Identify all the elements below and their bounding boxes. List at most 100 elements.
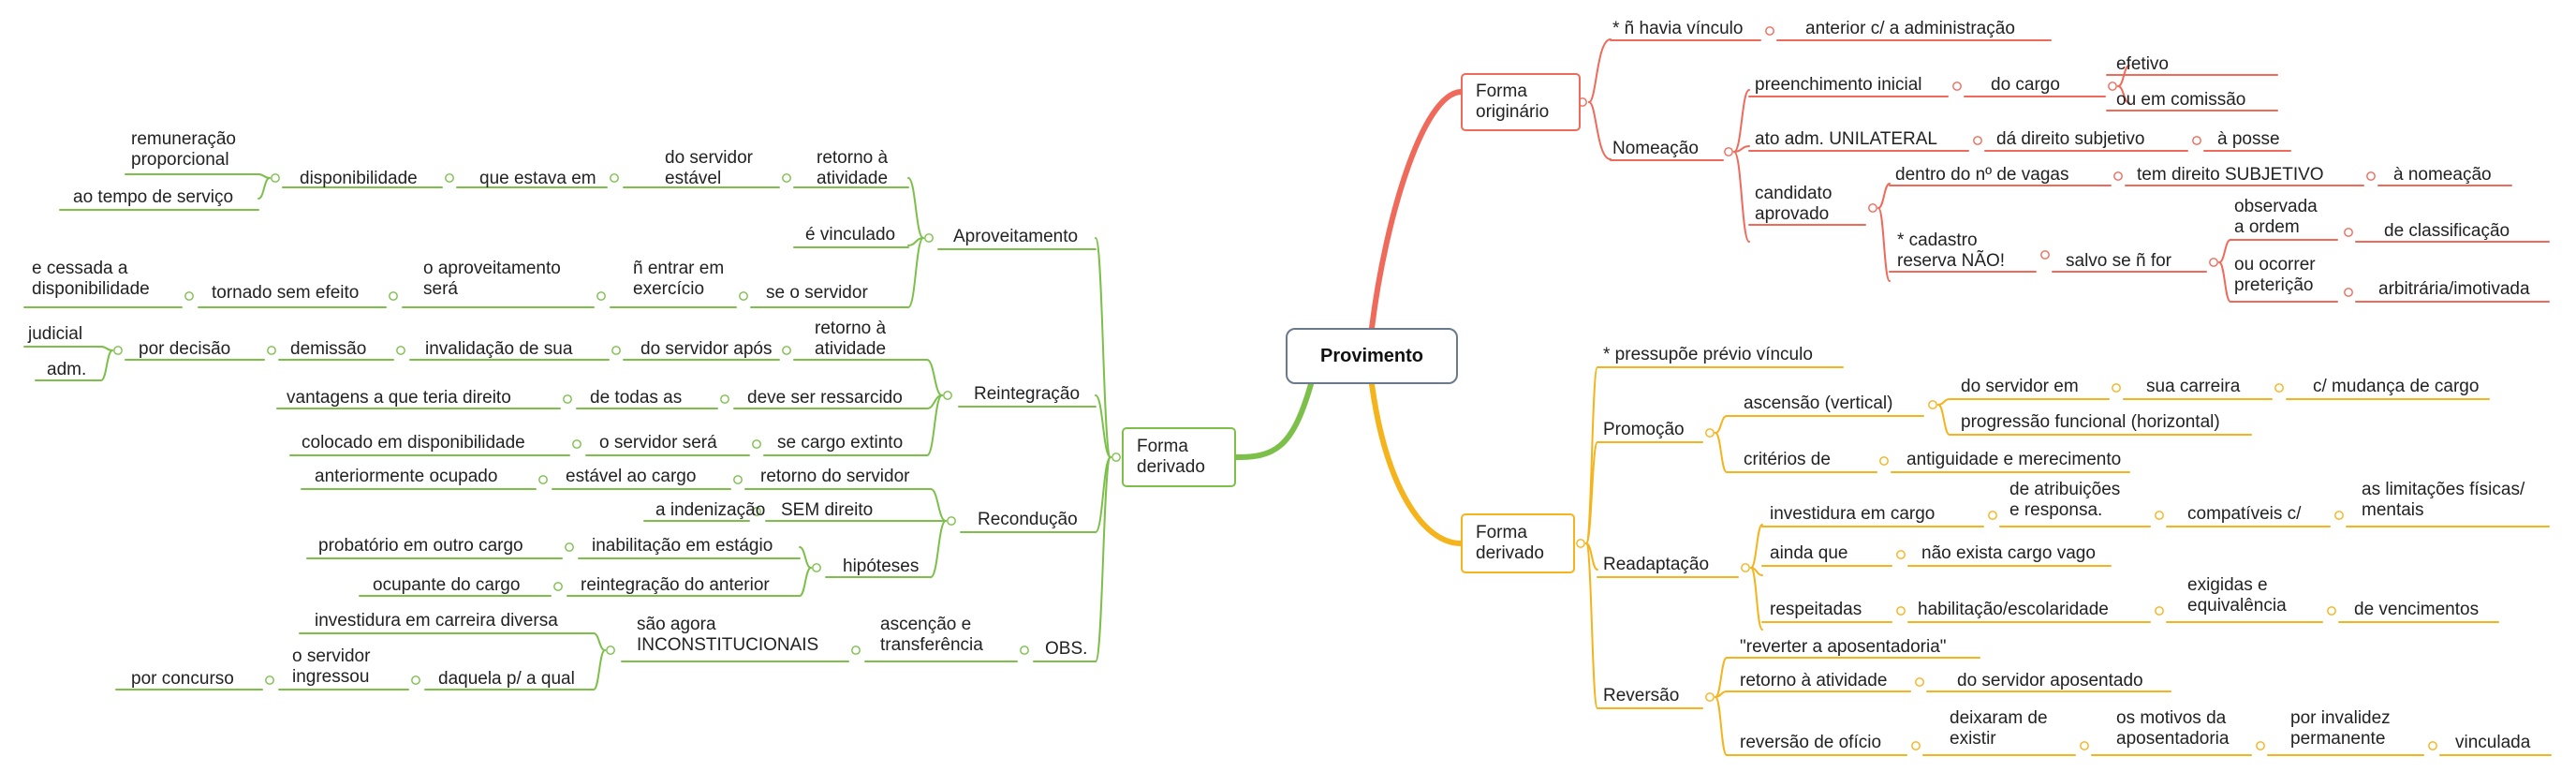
- node-fo-1[interactable]: * ñ havia vínculo: [1612, 19, 1744, 38]
- node-apr[interactable]: Aproveitamento: [953, 227, 1079, 246]
- node-rei-1e[interactable]: judicial: [28, 324, 83, 344]
- node-obs-1[interactable]: ascenção e transferência: [880, 615, 983, 655]
- node-rev-2c[interactable]: por invalidez permanente: [2290, 708, 2391, 749]
- node-obs-2a[interactable]: investidura em carreira diversa: [315, 611, 558, 631]
- collapse-toggle-icon: [851, 646, 861, 655]
- node-rev-0[interactable]: "reverter a aposentadoria": [1740, 637, 1947, 657]
- node-pro-1a[interactable]: do servidor em: [1961, 377, 2079, 396]
- branch-fdl[interactable]: Forma derivado: [1122, 427, 1236, 487]
- root-node-provimento[interactable]: Provimento: [1286, 328, 1458, 384]
- node-pro[interactable]: Promoção: [1603, 420, 1685, 439]
- node-obs-2c[interactable]: o servidor ingressou: [292, 646, 371, 687]
- node-rev[interactable]: Reversão: [1603, 686, 1680, 705]
- node-rev-2b[interactable]: os motivos da aposentadoria: [2116, 708, 2230, 749]
- node-pro-1a1[interactable]: sua carreira: [2146, 377, 2241, 396]
- node-nom-3b1a[interactable]: observada a ordem: [2234, 197, 2318, 237]
- node-rei-1d[interactable]: por decisão: [139, 339, 231, 359]
- node-rea-1c[interactable]: as limitações físicas/ mentais: [2362, 480, 2525, 520]
- node-apr-1[interactable]: retorno à atividade: [817, 148, 889, 188]
- node-nom-3b1b1[interactable]: arbitrária/imotivada: [2378, 279, 2530, 299]
- node-rei-3b[interactable]: colocado em disponibilidade: [302, 433, 525, 453]
- node-rec-3[interactable]: hipóteses: [843, 557, 920, 576]
- node-rea-3a[interactable]: habilitação/escolaridade: [1918, 600, 2109, 619]
- node-obs-2b[interactable]: daquela p/ a qual: [438, 669, 575, 689]
- node-obs-2[interactable]: são agora INCONSTITUCIONAIS: [637, 615, 819, 655]
- node-fdr-0[interactable]: * pressupõe prévio vínculo: [1603, 345, 1813, 364]
- node-rev-1[interactable]: retorno à atividade: [1740, 671, 1888, 690]
- node-rei-1f[interactable]: adm.: [47, 360, 87, 379]
- node-rei-2b[interactable]: vantagens a que teria direito: [287, 388, 511, 408]
- node-rei-2a[interactable]: de todas as: [590, 388, 683, 408]
- node-nom-2b[interactable]: à posse: [2217, 129, 2280, 149]
- node-rei-1b[interactable]: invalidação de sua: [425, 339, 573, 359]
- node-nom-1a[interactable]: do cargo: [1991, 75, 2060, 95]
- node-rea-3[interactable]: respeitadas: [1770, 600, 1862, 619]
- node-rev-1a[interactable]: do servidor aposentado: [1957, 671, 2143, 690]
- node-apr-3b[interactable]: o aproveitamento será: [423, 259, 561, 299]
- node-rei-3a[interactable]: o servidor será: [599, 433, 717, 453]
- node-rec-3a[interactable]: inabilitação em estágio: [592, 536, 773, 556]
- node-pro-2a[interactable]: antiguidade e merecimento: [1906, 450, 2122, 469]
- node-nom-3a2[interactable]: à nomeação: [2393, 165, 2492, 185]
- node-pro-1a2[interactable]: c/ mudança de cargo: [2313, 377, 2480, 396]
- node-apr-1a[interactable]: do servidor estável: [665, 148, 753, 188]
- node-rec-3b1[interactable]: ocupante do cargo: [373, 575, 521, 595]
- node-rev-2[interactable]: reversão de ofício: [1740, 733, 1882, 752]
- node-nom-3a[interactable]: dentro do nº de vagas: [1895, 165, 2069, 185]
- node-obs-2d[interactable]: por concurso: [131, 669, 234, 689]
- node-rei-1[interactable]: retorno à atividade: [815, 319, 887, 359]
- node-rec-2[interactable]: SEM direito: [781, 500, 874, 520]
- node-rea-1[interactable]: investidura em cargo: [1770, 504, 1936, 524]
- node-nom-3[interactable]: candidato aprovado: [1755, 184, 1833, 224]
- node-nom-3b1[interactable]: salvo se ñ for: [2066, 251, 2171, 271]
- node-pro-1b[interactable]: progressão funcional (horizontal): [1961, 412, 2220, 432]
- node-nom-1a2[interactable]: ou em comissão: [2116, 90, 2246, 110]
- node-apr-1e[interactable]: ao tempo de serviço: [73, 187, 234, 207]
- node-nom[interactable]: Nomeação: [1612, 139, 1699, 158]
- node-rec-3b[interactable]: reintegração do anterior: [581, 575, 770, 595]
- node-rea-1a[interactable]: de atribuições e responsa.: [2009, 480, 2121, 520]
- node-rei-1c[interactable]: demissão: [290, 339, 367, 359]
- node-apr-3c[interactable]: tornado sem efeito: [212, 283, 360, 303]
- node-apr-1d[interactable]: remuneração proporcional: [131, 129, 236, 170]
- node-rev-2d[interactable]: vinculada: [2455, 733, 2531, 752]
- node-pro-2[interactable]: critérios de: [1744, 450, 1831, 469]
- branch-fo[interactable]: Forma originário: [1461, 73, 1581, 131]
- node-apr-3d[interactable]: e cessada a disponibilidade: [32, 259, 150, 299]
- node-apr-3a[interactable]: ñ entrar em exercício: [633, 259, 725, 299]
- node-apr-2[interactable]: é vinculado: [805, 225, 896, 245]
- node-nom-2[interactable]: ato adm. UNILATERAL: [1755, 129, 1938, 149]
- node-nom-3b1b[interactable]: ou ocorrer preterição: [2234, 255, 2316, 295]
- node-nom-3a1[interactable]: tem direito SUBJETIVO: [2137, 165, 2324, 185]
- node-rec[interactable]: Recondução: [978, 510, 1078, 529]
- node-rea[interactable]: Readaptação: [1603, 555, 1710, 574]
- node-rei-2[interactable]: deve ser ressarcido: [747, 388, 903, 408]
- node-pro-1[interactable]: ascensão (vertical): [1744, 393, 1893, 413]
- node-rec-1b[interactable]: anteriormente ocupado: [315, 467, 498, 486]
- node-apr-1b[interactable]: que estava em: [479, 169, 596, 188]
- node-rei-3[interactable]: se cargo extinto: [777, 433, 904, 453]
- node-apr-3[interactable]: se o servidor: [766, 283, 868, 303]
- node-rea-3c[interactable]: de vencimentos: [2354, 600, 2480, 619]
- node-rec-1[interactable]: retorno do servidor: [760, 467, 910, 486]
- node-rec-1a[interactable]: estável ao cargo: [566, 467, 697, 486]
- node-nom-1[interactable]: preenchimento inicial: [1755, 75, 1922, 95]
- node-nom-1a1[interactable]: efetivo: [2116, 54, 2169, 74]
- node-fo-1a[interactable]: anterior c/ a administração: [1805, 19, 2015, 38]
- node-rea-2[interactable]: ainda que: [1770, 543, 1848, 563]
- node-rec-2a[interactable]: a indenização: [655, 500, 766, 520]
- connector-line: [1750, 524, 1763, 569]
- branch-fdr[interactable]: Forma derivado: [1461, 513, 1575, 573]
- node-obs[interactable]: OBS.: [1045, 639, 1088, 659]
- node-rea-3b[interactable]: exigidas e equivalência: [2187, 575, 2287, 616]
- node-rei[interactable]: Reintegração: [974, 384, 1081, 404]
- node-rea-1b[interactable]: compatíveis c/: [2187, 504, 2302, 524]
- node-rea-2a[interactable]: não exista cargo vago: [1921, 543, 2096, 563]
- node-apr-1c[interactable]: disponibilidade: [300, 169, 418, 188]
- node-nom-3b[interactable]: * cadastro reserva NÃO!: [1897, 230, 2006, 271]
- node-rei-1a[interactable]: do servidor após: [640, 339, 773, 359]
- node-rev-2a[interactable]: deixaram de existir: [1950, 708, 2048, 749]
- node-rec-3a1[interactable]: probatório em outro cargo: [318, 536, 523, 556]
- node-nom-2a[interactable]: dá direito subjetivo: [1996, 129, 2145, 149]
- node-nom-3b1a1[interactable]: de classificação: [2384, 221, 2510, 241]
